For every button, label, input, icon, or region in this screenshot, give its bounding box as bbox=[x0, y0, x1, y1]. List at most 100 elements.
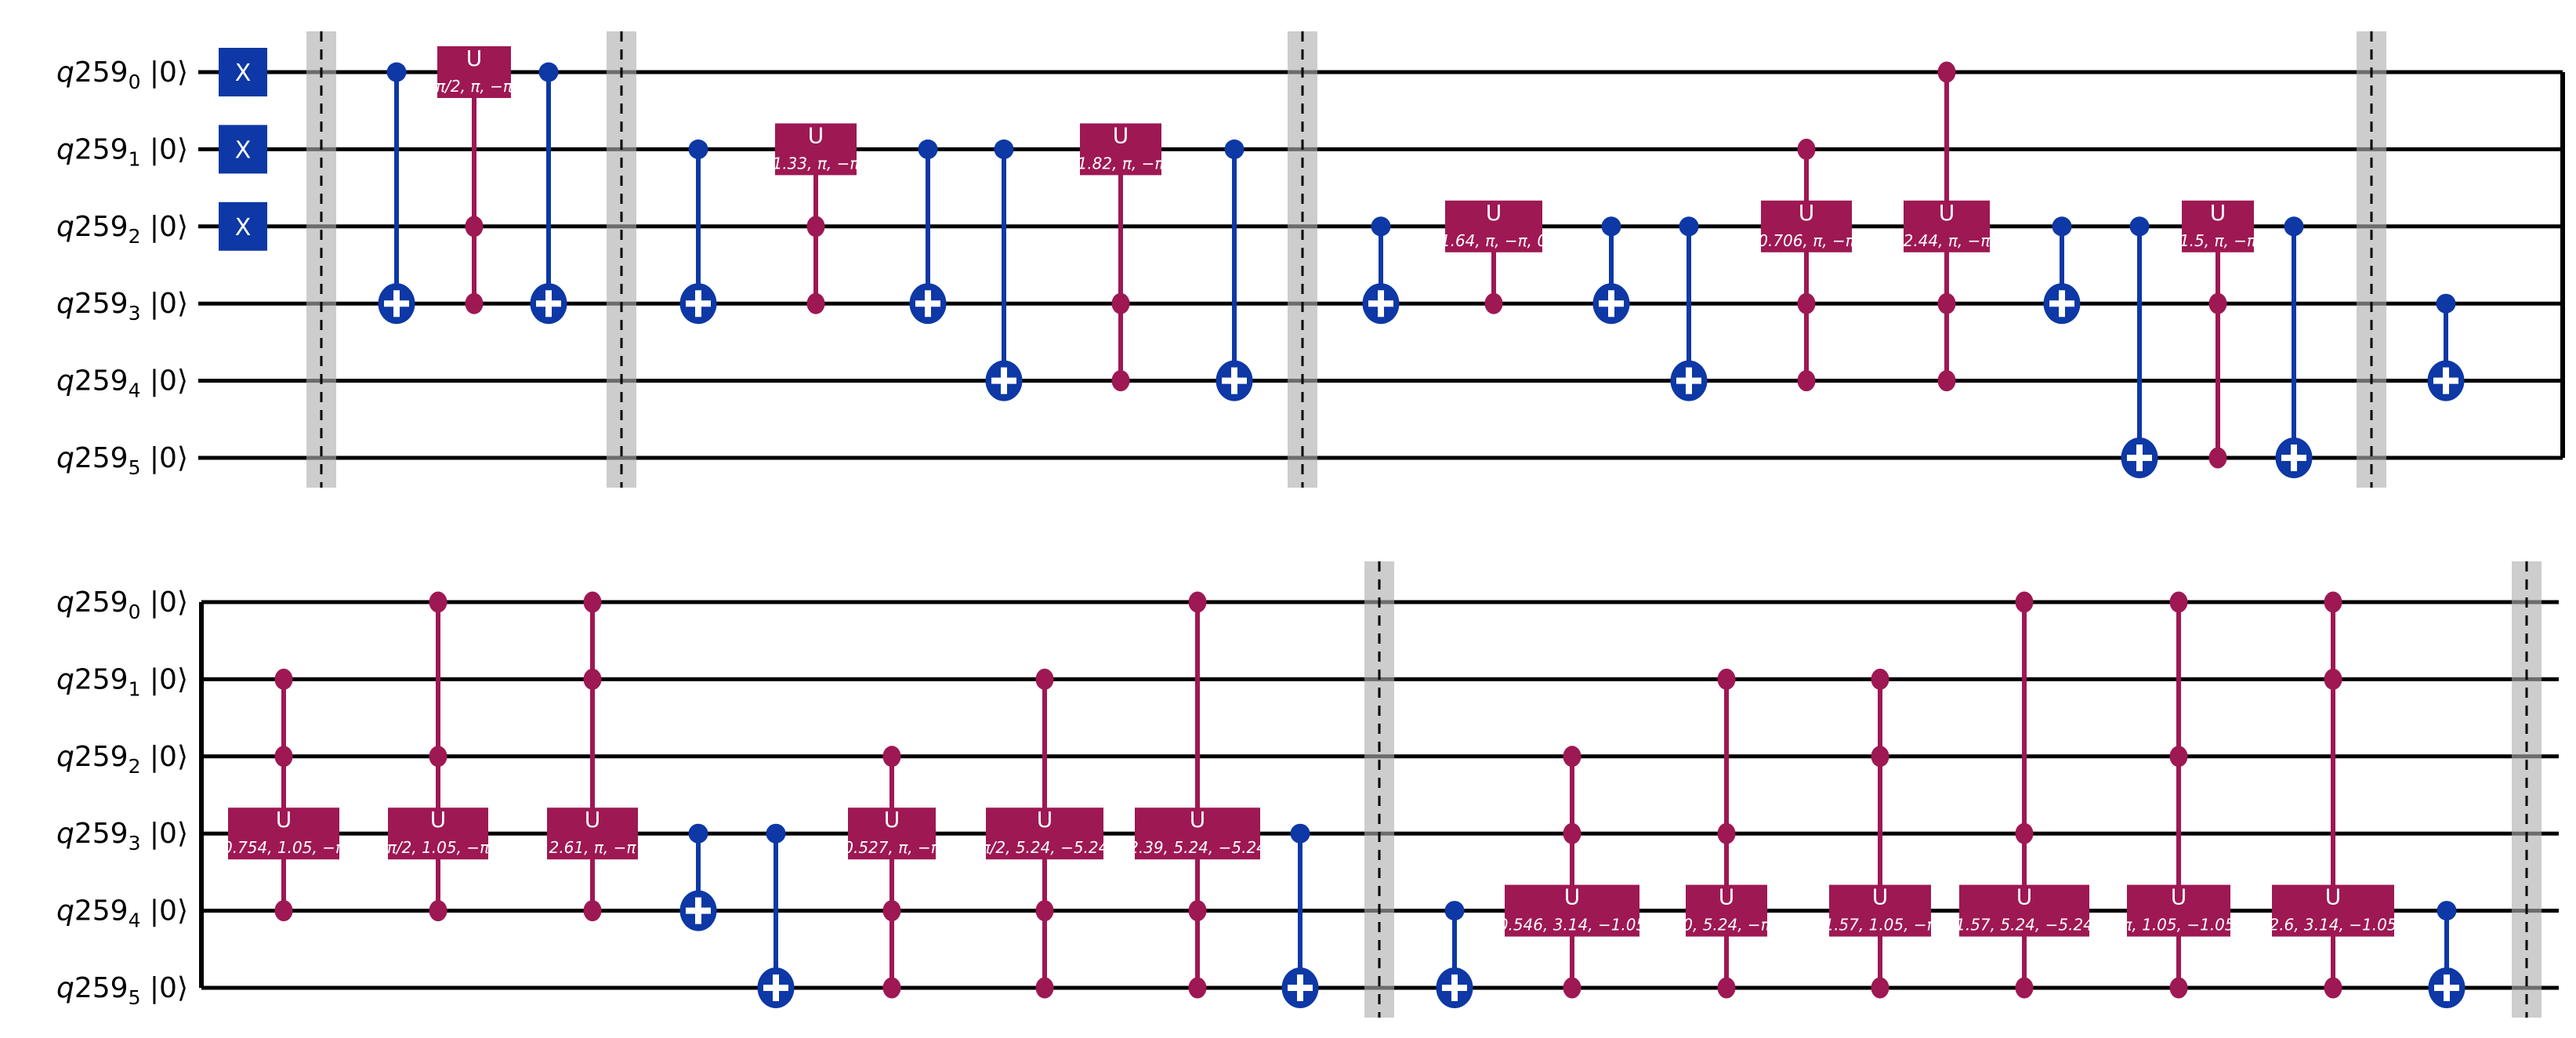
cx-control-dot bbox=[2436, 293, 2456, 314]
cu-gate-name: U bbox=[2325, 884, 2342, 910]
cx-control-dot bbox=[386, 62, 407, 82]
cx-gate-c2-t3 bbox=[2043, 216, 2081, 325]
cu-gate-name: U bbox=[1719, 884, 1735, 910]
cu-control-dot-q5 bbox=[1871, 977, 1889, 999]
cu-control-dot-q2 bbox=[274, 746, 293, 768]
x-gate-box bbox=[219, 125, 267, 174]
cu-gate-box bbox=[1505, 884, 1639, 937]
cu-control-dot-q0 bbox=[2169, 591, 2188, 613]
cu-gate-box bbox=[775, 123, 857, 176]
cx-control-dot bbox=[994, 139, 1014, 159]
cu-gate-params: 0.527, π, −π bbox=[843, 838, 940, 857]
cu-gate-name: U bbox=[2016, 884, 2033, 910]
cu-control-dot-q2 bbox=[806, 216, 825, 238]
cu-control-dot-q3 bbox=[806, 292, 825, 314]
cx-control-dot bbox=[2284, 216, 2304, 237]
controlled-u-gate-t2: U2.44, π, −π bbox=[1904, 61, 1991, 392]
cu-gate-box bbox=[1829, 884, 1931, 937]
cu-control-dot-q1 bbox=[1035, 668, 1054, 690]
cu-control-dot-q2 bbox=[882, 746, 901, 768]
cx-gate-c1-t4 bbox=[985, 139, 1023, 401]
cx-control-dot bbox=[688, 139, 708, 159]
cu-control-dot-q5 bbox=[1035, 977, 1054, 999]
controlled-u-gate-t3: Uπ/2, 1.05, −π bbox=[387, 591, 490, 922]
controlled-u-gate-t4: U1.57, 5.24, −5.24 bbox=[1955, 591, 2093, 999]
x-gate-label: X bbox=[235, 60, 252, 87]
cu-gate-params: 0.706, π, −π bbox=[1758, 231, 1855, 250]
cu-gate-name: U bbox=[585, 807, 601, 833]
qubit-label-5: q2595 |0⟩ bbox=[56, 442, 188, 479]
cu-control-dot-q5 bbox=[2015, 977, 2034, 999]
cu-gate-params: 2.39, 5.24, −5.24 bbox=[1129, 838, 1266, 857]
barrier bbox=[1364, 561, 1394, 1018]
qubit-label-4: q2594 |0⟩ bbox=[56, 895, 188, 932]
qubit-label-2: q2592 |0⟩ bbox=[56, 741, 188, 778]
cu-gate-params: 2.61, π, −π bbox=[549, 838, 637, 857]
cx-gate-c2-t4 bbox=[1670, 216, 1708, 401]
cu-control-dot-q1 bbox=[1797, 138, 1816, 160]
cu-control-dot-q4 bbox=[1035, 900, 1054, 922]
cu-control-dot-q3 bbox=[1797, 292, 1816, 314]
cu-gate-params: 1.64, π, −π, 0 bbox=[1440, 231, 1547, 250]
cu-control-dot-q1 bbox=[1717, 668, 1736, 690]
cu-control-dot-q1 bbox=[583, 668, 602, 690]
cu-control-dot-q4 bbox=[1937, 370, 1956, 392]
cx-gate-c3-t5 bbox=[757, 823, 795, 1008]
x-gate-box bbox=[219, 48, 267, 96]
cu-gate-box bbox=[1445, 200, 1542, 252]
cu-gate-box bbox=[2182, 200, 2254, 252]
cu-control-dot-q5 bbox=[1717, 977, 1736, 999]
cu-gate-name: U bbox=[1799, 200, 1815, 226]
cx-control-dot bbox=[1444, 901, 1465, 921]
cu-control-dot-q3 bbox=[465, 292, 484, 314]
cu-gate-params: 1.82, π, −π bbox=[1078, 154, 1165, 172]
qubit-label-0: q2590 |0⟩ bbox=[56, 586, 188, 623]
cu-control-dot-q2 bbox=[465, 216, 484, 238]
cu-gate-params: π, 1.05, −1.05 bbox=[2122, 916, 2234, 935]
cu-gate-box bbox=[1686, 884, 1767, 937]
cu-control-dot-q3 bbox=[2208, 292, 2227, 314]
qubit-label-1: q2591 |0⟩ bbox=[56, 133, 188, 170]
qubit-label-4: q2594 |0⟩ bbox=[56, 365, 188, 402]
cu-gate-name: U bbox=[1564, 884, 1581, 910]
cu-control-dot-q4 bbox=[1188, 900, 1207, 922]
barrier bbox=[607, 31, 636, 488]
cx-gate-c3-t4 bbox=[679, 823, 717, 931]
x-gate-q1: X bbox=[219, 125, 267, 174]
cx-control-dot bbox=[538, 62, 559, 82]
cu-control-dot-q5 bbox=[2169, 977, 2188, 999]
cx-gate-c2-t5 bbox=[2275, 216, 2313, 478]
cu-control-dot-q2 bbox=[1871, 746, 1889, 768]
cu-control-dot-q0 bbox=[2324, 591, 2342, 613]
cx-control-dot bbox=[2437, 901, 2457, 921]
controlled-u-gate-t3: U 2.61, π, −π bbox=[547, 591, 638, 922]
barrier bbox=[1288, 31, 1317, 488]
cu-control-dot-q0 bbox=[429, 591, 447, 613]
controlled-u-gate-t1: U1.33, π, −π bbox=[773, 122, 860, 314]
cu-gate-box bbox=[1959, 884, 2089, 937]
x-gate-q2: X bbox=[219, 201, 267, 251]
cu-control-dot-q0 bbox=[1188, 591, 1207, 613]
cu-gate-name: U bbox=[1037, 807, 1053, 833]
cu-gate-name: U bbox=[2171, 884, 2187, 910]
cu-gate-params: π/2, π, −π bbox=[436, 77, 513, 96]
cu-control-dot-q5 bbox=[1563, 977, 1581, 999]
cu-gate-params: 2.6, 3.14, −1.05 bbox=[2269, 916, 2397, 935]
cu-gate-box bbox=[547, 808, 638, 860]
cu-control-dot-q2 bbox=[429, 746, 447, 768]
cx-control-dot bbox=[1371, 216, 1391, 237]
cu-control-dot-q3 bbox=[1937, 292, 1956, 314]
controlled-u-gate-t4: U0.546, 3.14, −1.05 bbox=[1498, 746, 1646, 999]
cu-control-dot-q3 bbox=[1484, 292, 1503, 314]
controlled-u-gate-t2: U1.64, π, −π, 0 bbox=[1440, 200, 1547, 314]
cu-gate-box bbox=[228, 808, 339, 860]
cx-gate-c0-t3 bbox=[378, 62, 415, 325]
cu-gate-name: U bbox=[1113, 122, 1129, 148]
cu-gate-box bbox=[986, 808, 1103, 860]
qubit-label-3: q2593 |0⟩ bbox=[56, 818, 188, 855]
cx-control-dot bbox=[1601, 216, 1621, 237]
controlled-u-gate-t4: Uπ, 1.05, −1.05 bbox=[2122, 591, 2235, 999]
cx-control-dot bbox=[688, 823, 708, 844]
